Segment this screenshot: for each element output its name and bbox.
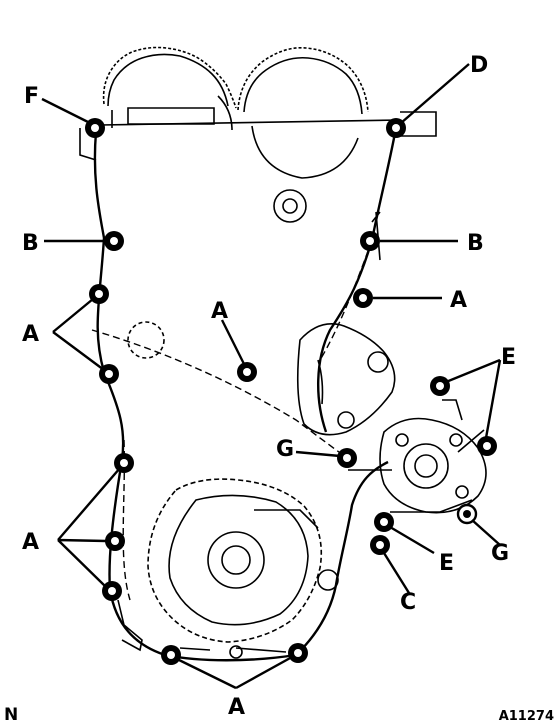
bolt-a-6 <box>105 531 125 551</box>
label-f: F <box>24 84 39 109</box>
bolt-a-1 <box>89 284 109 304</box>
bolt-a-9 <box>288 643 308 663</box>
bolt-e-3 <box>374 512 394 532</box>
label-e-lower: E <box>439 551 454 576</box>
label-b-left: B <box>22 231 39 256</box>
label-g-right: G <box>491 541 509 566</box>
orientation-mark: N <box>4 705 18 725</box>
bolt-g-1 <box>337 448 357 468</box>
label-b-right: B <box>467 231 484 256</box>
label-c: C <box>400 590 416 615</box>
label-e-upper: E <box>501 345 516 370</box>
bolt-a-8 <box>161 645 181 665</box>
bolt-b-left <box>104 231 124 251</box>
label-g-left: G <box>276 437 294 462</box>
cover-internal-ribs <box>91 239 396 601</box>
camshaft-sprocket-right <box>237 46 369 223</box>
label-a-bottom: A <box>228 695 245 720</box>
bolt-a-4 <box>353 288 373 308</box>
camshaft-sprocket-left <box>102 46 237 131</box>
bolt-c <box>370 535 390 555</box>
label-a-right: A <box>450 288 467 313</box>
label-a-left-upper: A <box>22 322 39 347</box>
bolt-b-right <box>360 231 380 251</box>
bolt-a-3 <box>237 362 257 382</box>
bolt-e-2 <box>477 436 497 456</box>
bolt-a-7 <box>102 581 122 601</box>
water-pump-body <box>147 478 339 659</box>
callout-labels: F D B B A A A E G A E G C A <box>22 53 516 720</box>
label-d: D <box>470 53 488 78</box>
bolt-a-2 <box>99 364 119 384</box>
label-a-center: A <box>211 299 228 324</box>
figure-id: A11274 <box>499 709 554 724</box>
bolts <box>85 118 497 665</box>
bolt-g-2 <box>456 503 478 525</box>
oil-pump-housing <box>348 399 487 514</box>
leader-lines <box>41 63 502 690</box>
idler-pulley <box>273 189 307 223</box>
bolt-e-1 <box>430 376 450 396</box>
label-a-left-lower: A <box>22 530 39 555</box>
